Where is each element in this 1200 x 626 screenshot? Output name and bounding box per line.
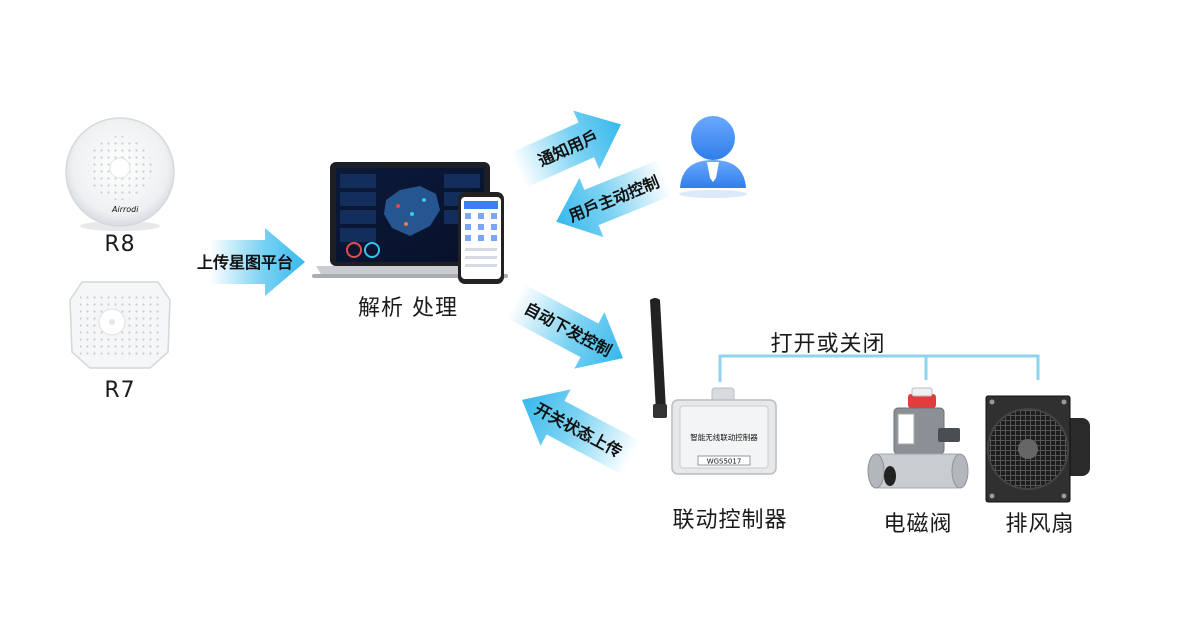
exhaust-fan-icon (985, 395, 1090, 503)
valve-label: 电磁阀 (883, 512, 953, 537)
r7-device-icon (69, 281, 171, 369)
solenoid-valve-icon (867, 387, 969, 489)
outputs-heading: 打开或关闭 (770, 332, 886, 357)
controller-label: 联动控制器 (672, 508, 788, 533)
fan-label: 排风扇 (1005, 512, 1075, 537)
controller-panel-text: 智能无线联动控制器 (690, 432, 758, 442)
r8-brand: Airrodi (111, 205, 139, 214)
user-icon (679, 116, 747, 198)
arrow-auto-control: 自动下发控制 (506, 284, 623, 369)
arrow-upload-label: 上传星图平台 (197, 253, 293, 272)
controller-model: WGS5017 (707, 458, 742, 466)
r8-device-icon: Airrodi (65, 117, 175, 231)
arrow-upload: 上传星图平台 (197, 228, 305, 296)
controller-icon: 智能无线联动控制器 WGS5017 (650, 298, 777, 475)
r8-label: R8 (104, 232, 136, 257)
platform-phone-icon (458, 192, 504, 284)
platform-label: 解析 处理 (358, 296, 458, 321)
arrow-status-upload: 开关状态上传 (522, 389, 641, 475)
output-bracket (718, 354, 1040, 382)
r7-label: R7 (104, 378, 136, 403)
